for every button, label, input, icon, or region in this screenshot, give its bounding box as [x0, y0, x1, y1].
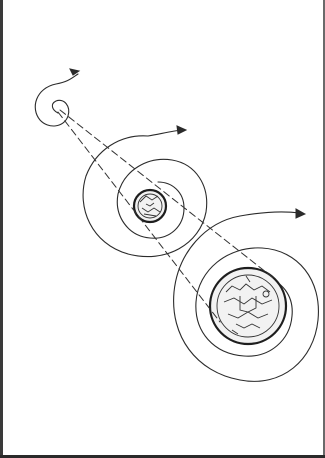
medium-spiral-arrowhead [177, 126, 186, 134]
medium-spiral [83, 126, 207, 257]
small-spiral-curve [35, 74, 78, 126]
large-coin [210, 268, 286, 344]
small-spiral [35, 69, 79, 126]
large-spiral-tail [240, 212, 300, 216]
medium-spiral-tail [148, 130, 182, 136]
large-spiral-arrowhead [296, 209, 305, 218]
perspective-line-left [58, 112, 220, 322]
